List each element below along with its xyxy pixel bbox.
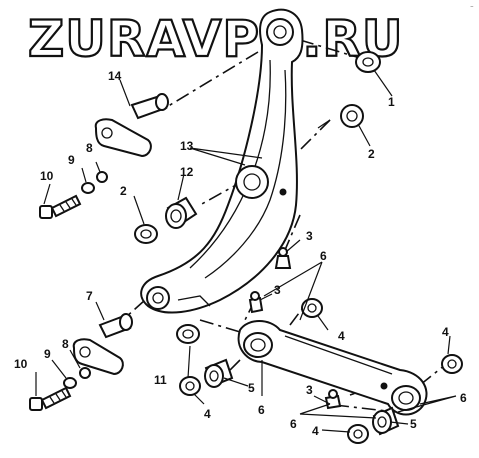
callout-2-left: 2 <box>120 184 127 198</box>
washer-2-left <box>134 224 158 244</box>
callout-3-upper: 3 <box>306 229 313 243</box>
callout-labels: 1 2 2 3 3 3 4 4 4 4 5 5 6 6 6 6 7 8 8 9 … <box>14 69 467 438</box>
washer-1 <box>355 51 381 73</box>
bushing-5-left <box>204 358 234 388</box>
pin-assembly-top <box>94 93 169 158</box>
watermark-text: ZURAVPO.RU <box>28 10 404 68</box>
nut-8-upper <box>96 171 108 183</box>
callout-9-lower: 9 <box>44 347 51 361</box>
washer-4-upper <box>301 298 323 318</box>
link-arm <box>237 320 428 416</box>
grease-fitting-lower <box>324 389 342 410</box>
grease-fitting-middle <box>248 291 264 314</box>
callout-13: 13 <box>180 139 194 153</box>
bolt-upper <box>39 194 82 219</box>
callout-9-upper: 9 <box>68 153 75 167</box>
callout-4-right: 4 <box>442 325 449 339</box>
corner-mark: ⁻ <box>470 5 474 12</box>
callout-10-lower: 10 <box>14 357 28 371</box>
leader-lines <box>35 69 457 433</box>
callout-6-right: 6 <box>460 391 467 405</box>
washer-4-left <box>179 376 201 396</box>
grease-fitting-upper <box>274 247 292 269</box>
washer-4-bottom <box>347 424 369 444</box>
callout-6-middle: 6 <box>258 403 265 417</box>
callout-8-upper: 8 <box>86 141 93 155</box>
main-bracket <box>140 8 304 314</box>
bushing-2-right <box>340 104 364 128</box>
washer-4-right <box>441 354 463 374</box>
callout-8-lower: 8 <box>62 337 69 351</box>
bushing-12 <box>165 196 198 229</box>
callout-4-left: 4 <box>204 407 211 421</box>
bolt-lower <box>29 386 72 411</box>
callout-7: 7 <box>86 289 93 303</box>
nut-8-lower <box>79 367 91 379</box>
pin-assembly-lower <box>72 313 133 376</box>
callout-2-right: 2 <box>368 147 375 161</box>
callout-4-bottom: 4 <box>312 424 319 438</box>
callout-14: 14 <box>108 69 122 83</box>
callout-5-left: 5 <box>248 381 255 395</box>
callout-5-right: 5 <box>410 417 417 431</box>
callout-1: 1 <box>388 95 395 109</box>
bushing-5-right <box>372 406 400 436</box>
callout-12: 12 <box>180 165 194 179</box>
callout-11: 11 <box>154 373 167 387</box>
callout-10-upper: 10 <box>40 169 54 183</box>
washer-9-upper <box>81 182 95 194</box>
washer-11 <box>176 324 200 344</box>
callout-6-bottom: 6 <box>290 417 297 431</box>
callout-3-lower: 3 <box>306 383 313 397</box>
callout-4-upper: 4 <box>338 329 345 343</box>
callout-6-top: 6 <box>320 249 327 263</box>
callout-3-middle: 3 <box>274 283 281 297</box>
washer-9-lower <box>63 377 77 389</box>
